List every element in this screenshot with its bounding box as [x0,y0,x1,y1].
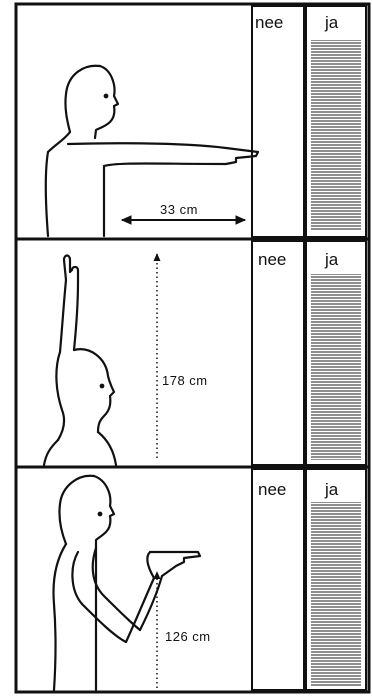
yes-hatched-area [311,502,361,686]
panel-elbow-bent: nee ja 126 cm [54,469,367,690]
yes-label: ja [324,480,339,499]
measurement-label: 126 cm [165,629,211,644]
yes-hatched-area [311,274,361,460]
person-arm-forward-icon [46,66,258,236]
yes-label: ja [324,13,339,32]
yes-label: ja [324,250,339,269]
measurement-label: 178 cm [162,373,208,388]
no-label: nee [258,480,286,499]
no-label: nee [258,250,286,269]
no-cell [252,6,304,237]
panel-arm-raised: nee ja 178 cm [44,241,366,465]
measurement-label: 33 cm [160,202,198,217]
person-arm-raised-icon [44,256,116,466]
yes-hatched-area [311,40,361,230]
panel-arm-forward: nee ja 33 cm [46,6,366,237]
no-cell [252,469,304,690]
no-label: nee [255,13,283,32]
no-cell [252,241,304,465]
person-elbow-bent-icon [54,476,201,690]
